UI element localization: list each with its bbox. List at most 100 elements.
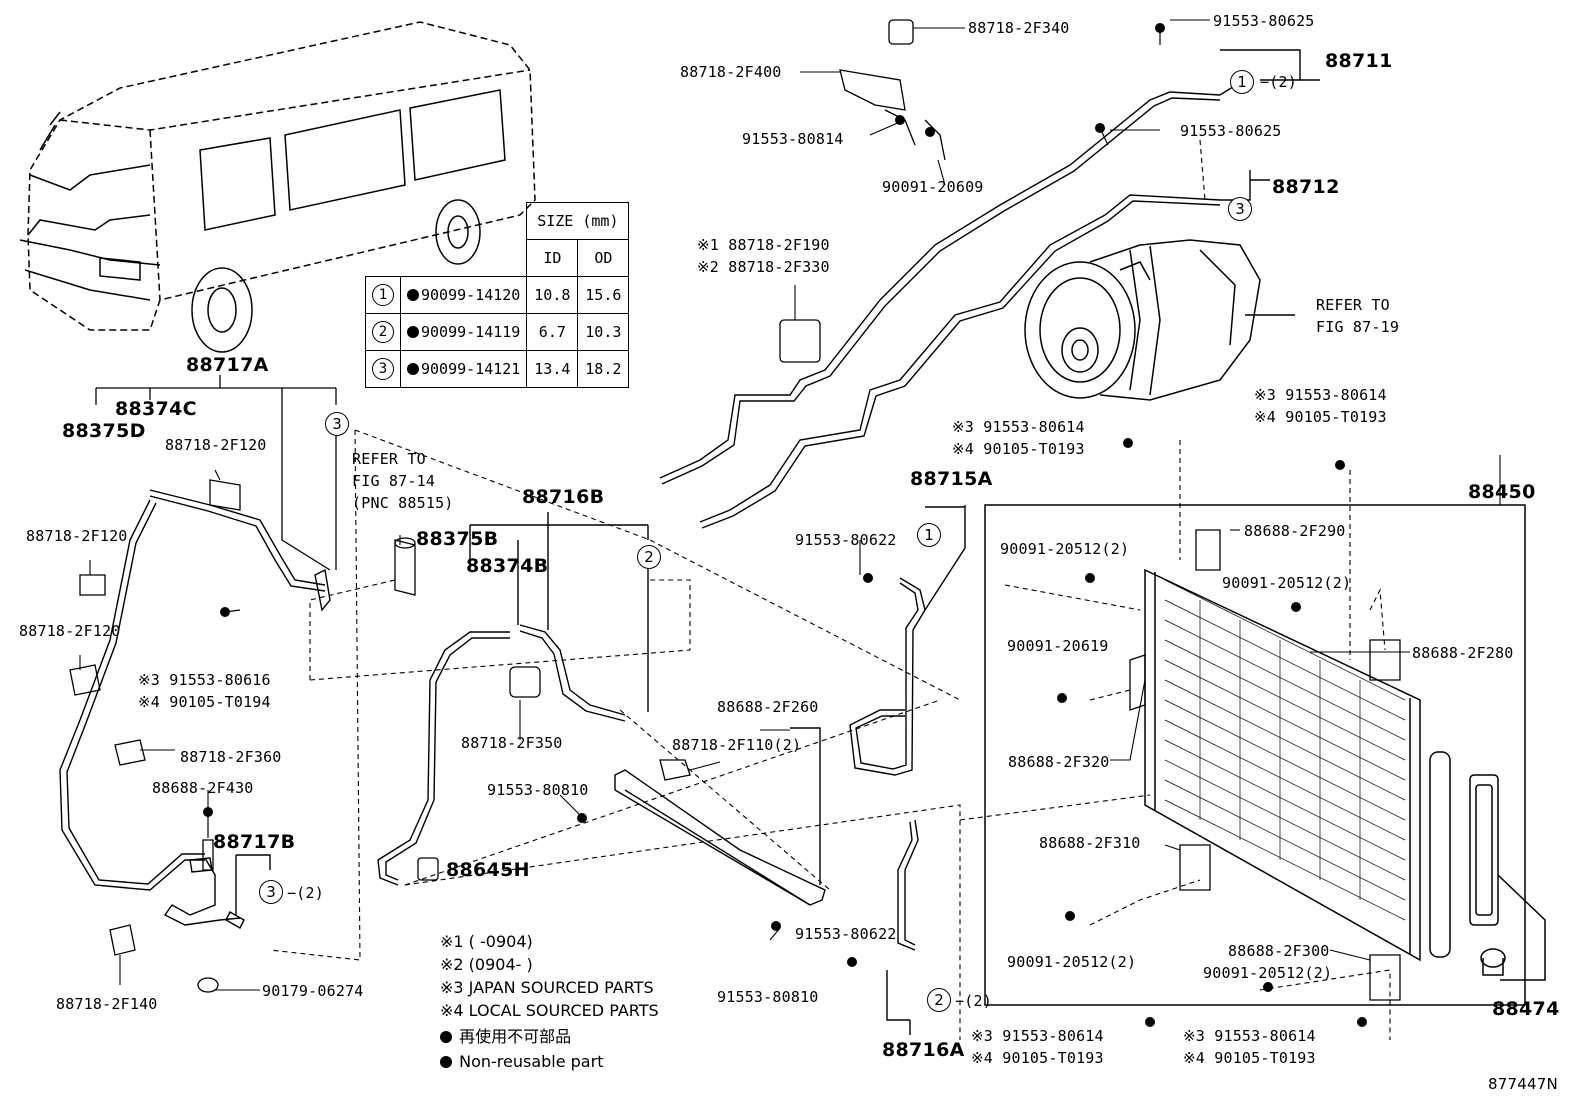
part-label: 88688-2F280	[1412, 644, 1514, 662]
part-88375D: 88375D	[62, 420, 146, 442]
part-88374C: 88374C	[115, 398, 197, 420]
ref-circle-3: 3	[1228, 197, 1252, 221]
size-part: 90099-14121	[421, 360, 521, 378]
part-label: ※4 90105-T0193	[1254, 408, 1387, 426]
part-label: ※2 88718-2F330	[697, 258, 830, 276]
size-row: 3 90099-14121 13.4 18.2	[365, 350, 630, 388]
non-reusable-dot-icon	[440, 1056, 452, 1068]
part-88374B: 88374B	[466, 555, 549, 577]
ref-circle: 2	[372, 321, 394, 343]
part-label: 88688-2F300	[1228, 942, 1330, 960]
part-label: 90091-20512(2)	[1203, 964, 1333, 982]
part-label: ※4 90105-T0193	[952, 440, 1085, 458]
part-label: 91553-80625	[1180, 122, 1282, 140]
ref-suffix: −(2)	[287, 884, 324, 902]
footnote: ※1 ( -0904)	[440, 932, 533, 951]
size-part: 90099-14119	[421, 323, 521, 341]
part-label: 88718-2F120	[19, 622, 121, 640]
footnote-text: Non-reusable part	[459, 1052, 604, 1071]
footnote: ※4 LOCAL SOURCED PARTS	[440, 1001, 659, 1020]
footnote: ※2 (0904- )	[440, 955, 533, 974]
part-label: 88688-2F310	[1039, 834, 1141, 852]
part-label: 90091-20609	[882, 178, 984, 196]
compressor-illustration	[1024, 239, 1295, 401]
part-label: 91553-80622	[795, 925, 897, 943]
part-88716A: 88716A	[882, 1039, 965, 1061]
part-88375B: 88375B	[416, 528, 499, 550]
ref-circle-2: 2	[927, 988, 951, 1012]
part-label: 90091-20619	[1007, 637, 1109, 655]
part-label: ※3 91553-80614	[1183, 1027, 1316, 1045]
size-od: 18.2	[577, 350, 630, 388]
ref-circle-1: 1	[1230, 70, 1254, 94]
condenser-illustration	[984, 504, 1546, 1006]
footnote-text: 再使用不可部品	[459, 1027, 572, 1046]
ref-circle-3: 3	[259, 880, 283, 904]
part-88450: 88450	[1468, 481, 1536, 503]
size-row: 1 90099-14120 10.8 15.6	[365, 276, 630, 314]
size-part: 90099-14120	[421, 286, 521, 304]
part-label: 88688-2F320	[1008, 753, 1110, 771]
ref-circle-3: 3	[325, 412, 349, 436]
part-label: 88718-2F120	[26, 527, 128, 545]
part-label: 88718-2F400	[680, 63, 782, 81]
ref-circle: 3	[372, 358, 394, 380]
part-label: 91553-80622	[795, 531, 897, 549]
part-label: 88718-2F140	[56, 995, 158, 1013]
size-col-od: OD	[577, 239, 630, 277]
part-88717A: 88717A	[186, 354, 269, 376]
part-88712: 88712	[1272, 176, 1340, 198]
part-label: ※4 90105-T0193	[971, 1049, 1104, 1067]
part-label: 88718-2F360	[180, 748, 282, 766]
part-label: ※3 91553-80614	[971, 1027, 1104, 1045]
part-88715A: 88715A	[910, 468, 993, 490]
part-label: ※4 90105-T0194	[138, 693, 271, 711]
part-label: 88718-2F340	[968, 19, 1070, 37]
part-label: 88688-2F290	[1244, 522, 1346, 540]
size-od: 15.6	[577, 276, 630, 314]
part-label: 91553-80625	[1213, 12, 1315, 30]
ref-circle-1: 1	[917, 523, 941, 547]
part-label: 88718-2F350	[461, 734, 563, 752]
non-reusable-dot-icon	[407, 289, 419, 301]
size-id: 13.4	[526, 350, 579, 388]
part-label: ※3 91553-80616	[138, 671, 271, 689]
size-id: 6.7	[526, 313, 579, 351]
refer-fig-87-14: (PNC 88515)	[352, 494, 454, 512]
footnote: 再使用不可部品	[440, 1025, 571, 1048]
part-label: 90091-20512(2)	[1222, 574, 1352, 592]
diagram-id: 877447N	[1488, 1075, 1558, 1093]
part-88645H: 88645H	[446, 859, 530, 881]
part-88474: 88474	[1492, 998, 1560, 1020]
size-od: 10.3	[577, 313, 630, 351]
non-reusable-dot-icon	[440, 1031, 452, 1043]
ref-suffix: −(2)	[1260, 73, 1297, 91]
non-reusable-dot-icon	[407, 363, 419, 375]
part-label: 88688-2F260	[717, 698, 819, 716]
footnote: Non-reusable part	[440, 1050, 603, 1073]
refer-fig-87-14: FIG 87-14	[352, 472, 436, 490]
footnote: ※3 JAPAN SOURCED PARTS	[440, 978, 654, 997]
part-label: 90091-20512(2)	[1000, 540, 1130, 558]
van-illustration	[19, 21, 536, 353]
refer-fig-87-19: FIG 87-19	[1316, 318, 1400, 336]
part-label: 90179-06274	[262, 982, 364, 1000]
part-label: ※4 90105-T0193	[1183, 1049, 1316, 1067]
size-col-id: ID	[526, 239, 579, 277]
part-label: 91553-80814	[742, 130, 844, 148]
ref-circle: 1	[372, 284, 394, 306]
refer-fig-87-14: REFER TO	[352, 450, 426, 468]
part-88716B: 88716B	[522, 486, 605, 508]
size-id: 10.8	[526, 276, 579, 314]
size-row: 2 90099-14119 6.7 10.3	[365, 313, 630, 351]
part-label: 91553-80810	[717, 988, 819, 1006]
part-label: ※1 88718-2F190	[697, 236, 830, 254]
part-label: 88688-2F430	[152, 779, 254, 797]
part-label: 88718-2F110(2)	[672, 736, 802, 754]
non-reusable-dot-icon	[407, 326, 419, 338]
part-label: 91553-80810	[487, 781, 589, 799]
part-label: ※3 91553-80614	[1254, 386, 1387, 404]
size-table: SIZE (mm) ID OD 1 90099-14120 10.8 15.6 …	[365, 202, 630, 388]
